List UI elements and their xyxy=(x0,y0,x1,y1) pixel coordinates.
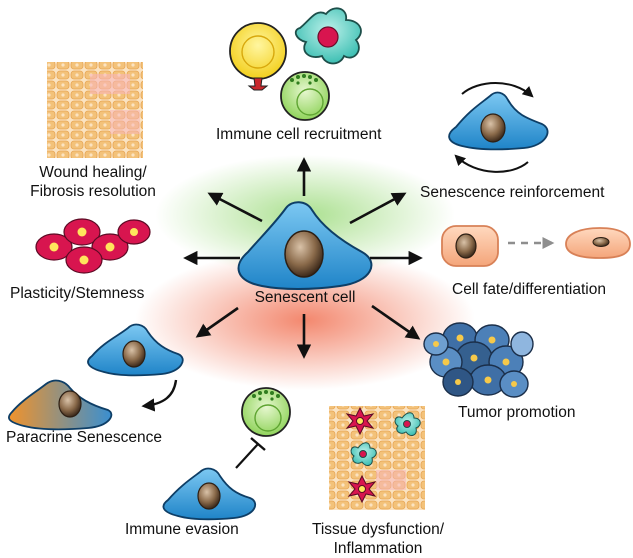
reinforcement-cell-icon xyxy=(448,82,549,173)
dendritic-cell-icon xyxy=(294,7,362,65)
green-immune-cell-icon-top xyxy=(280,71,330,121)
label-tissue-dysfunction-line1: Tissue dysfunction/ xyxy=(311,521,445,538)
yellow-immune-cell-icon xyxy=(229,22,287,91)
tissue-dysfunction-icon xyxy=(329,406,425,510)
paracrine-senescence-icon xyxy=(8,323,184,431)
immune-evasion-icon xyxy=(162,387,291,521)
label-cell-fate: Cell fate/differentiation xyxy=(452,281,606,298)
label-tissue-dysfunction-line2: Inflammation xyxy=(333,540,423,557)
label-wound-healing: Wound healing/ Fibrosis resolution xyxy=(8,163,178,201)
arrows xyxy=(183,157,423,359)
cell-fate-icon xyxy=(441,225,631,267)
senescent-cell-icon xyxy=(237,201,373,290)
label-wound-healing-line1: Wound healing/ xyxy=(39,164,147,181)
label-wound-healing-line2: Fibrosis resolution xyxy=(30,183,156,200)
wound-healing-tissue-icon xyxy=(47,62,143,158)
label-tumor-promotion: Tumor promotion xyxy=(458,404,576,421)
plasticity-cells-icon xyxy=(35,218,151,274)
label-senescence-reinforcement: Senescence reinforcement xyxy=(420,184,605,201)
label-immune-evasion: Immune evasion xyxy=(125,521,239,538)
tumor-cluster-icon xyxy=(423,322,534,398)
red-star-cell-icon xyxy=(345,406,377,504)
label-immune-cell-recruitment: Immune cell recruitment xyxy=(216,126,382,143)
label-paracrine-senescence: Paracrine Senescence xyxy=(6,429,162,446)
center-label: Senescent cell xyxy=(254,289,356,306)
label-plasticity-stemness: Plasticity/Stemness xyxy=(10,285,145,302)
label-tissue-dysfunction: Tissue dysfunction/ Inflammation xyxy=(296,520,460,558)
